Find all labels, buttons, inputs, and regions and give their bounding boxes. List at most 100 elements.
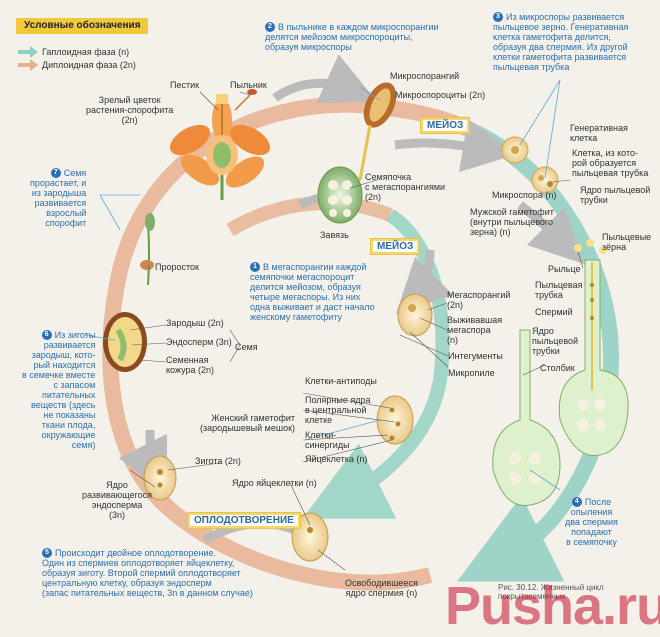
step-6-text-line: питательных [41, 390, 96, 400]
seed-coat-label-line: Семенная [166, 355, 209, 365]
microsporocytes-label: Микроспороциты (2n) [395, 90, 485, 100]
micropyle-label-line: Микропиле [448, 368, 495, 378]
tube-nucleus2-label-line: трубки [532, 346, 560, 356]
step-7-text-line: взрослый [46, 208, 87, 218]
legend-title: Условные обозначения [16, 18, 148, 34]
megasporangium-label: Мегаспорангий(2n) [447, 290, 510, 310]
flower-label-line: растения-спорофита [86, 105, 174, 115]
step-3-text-number: 3 [493, 12, 503, 22]
embryo-label: Зародыш (2n) [166, 318, 224, 328]
surviving-megaspore-label-line: Выживавшая [447, 315, 503, 325]
inner-diploid-band [226, 196, 393, 237]
legend-haploid: Гаплоидная фаза (n) [42, 47, 130, 57]
step-5-text-line: центральную клетку, образуя эндосперм [42, 578, 212, 588]
released-sperm-label-line: ядро спермия (n) [345, 588, 418, 598]
step-6-text-line: с запасом [53, 380, 96, 390]
surviving-megaspore-label-line: (n) [447, 335, 458, 345]
seedling-label-line: Проросток [155, 262, 199, 272]
female-gametophyte-label-line: (зародышевый мешок) [200, 423, 296, 433]
egg-nucleus-label-line: Ядро яйцеклетки (n) [232, 478, 317, 488]
flower-illustration [170, 89, 270, 200]
step-3-text-line: Из микроспоры развивается [506, 12, 625, 22]
step-6-text-line: веществ (здесь [31, 400, 96, 410]
endosperm-nucleus-label-line: (3n) [109, 510, 126, 520]
generative-cell-label-line: клетка [570, 133, 598, 143]
female-gametophyte-label: Женский гаметофит(зародышевый мешок) [200, 413, 295, 433]
zygote-label-line: Зигота (2n) [195, 456, 241, 466]
step-4-text-line: два спермия [565, 517, 618, 527]
watermark: Pusha.ru [445, 576, 660, 636]
step-6-text-line: зародыш, кото- [31, 350, 96, 360]
endosperm-nucleus-label-line: эндосперма [91, 500, 143, 510]
seedling-illustration [140, 213, 155, 286]
synergids-label-line: Клетки- [305, 430, 337, 440]
pollen-grains-label-line: зёрна [602, 242, 627, 252]
stage-fertilization: ОПЛОДОТВОРЕНИЕ [187, 512, 301, 529]
polar-nuclei-label-line: Полярные ядра [305, 395, 371, 405]
stage-meiosis-2: МЕЙОЗ [370, 238, 421, 255]
step-4-text-line: в семяпочку [566, 537, 617, 547]
sperm-label: Спермий [535, 307, 573, 317]
pistil-illustration [558, 239, 629, 457]
antipodals-label: Клетки-антиподы [305, 376, 377, 386]
ovary-label: Завязь [320, 230, 349, 240]
tube-nucleus-label-line: Ядро пыльцевой [580, 185, 651, 195]
tube-nucleus-label-line: трубки [580, 195, 608, 205]
fertilization-ovule-cell [291, 512, 329, 562]
step-6-text-line: рый находится [33, 360, 96, 370]
step-2-text-number: 2 [265, 22, 275, 32]
flower-label-line: Зрелый цветок [98, 95, 161, 105]
step-6-text-line: в семечке вместе [22, 370, 96, 380]
microsporangium-label: Микроспорангий [390, 71, 459, 81]
pollen-tube-label-line: трубка [535, 290, 563, 300]
microspore-label: Микроспора (n) [492, 190, 556, 200]
step-6-text-line: семя) [71, 440, 96, 450]
step-6-text-line: ткани плода, [41, 420, 96, 430]
stigma-label: Рыльце [548, 264, 580, 274]
step-7-text-line: развивается [34, 198, 87, 208]
megasporangium-label-line: (2n) [447, 300, 464, 310]
legend-haploid-arrow [18, 46, 38, 58]
ovary-illustration [317, 166, 363, 224]
integuments-label: Интегументы [448, 351, 503, 361]
pollen-tube-label-line: Пыльцевая [535, 280, 583, 290]
synergids-label-line: синергиды [305, 440, 350, 450]
micropyle-label: Микропиле [448, 368, 495, 378]
seed-illustration [103, 312, 147, 372]
step-5-text-line: Один из спермиев оплодотворяет яйцеклетк… [42, 558, 235, 568]
anther-label: Пыльник [230, 80, 267, 90]
step-5-text-number: 5 [42, 548, 52, 558]
tube-cell-label-line: пыльцевая трубка [572, 168, 649, 178]
microsporangium-label-line: Микроспорангий [390, 71, 460, 81]
ovule-label-line: Семяпочка [365, 172, 412, 182]
endosperm-label: Эндосперм (3n) [166, 337, 232, 347]
step-1-text-line: В мегаспорангии каждой [263, 262, 367, 272]
step-4-text-number: 4 [571, 497, 582, 507]
microspore-label-line: Микроспора (n) [492, 190, 557, 200]
caption-line-2: покрытосеменных [498, 592, 566, 601]
ovule-label-line: (2n) [365, 192, 382, 202]
surviving-megaspore-label-line: мегаспора [447, 325, 491, 335]
stigma-label-line: Рыльце [548, 264, 581, 274]
step-6-text-line: развивается [43, 340, 96, 350]
step-1-text-line: четыре мегаспоры. Из них [250, 292, 361, 302]
step-4-text-line: попадают [571, 527, 612, 537]
microsporocytes-label-line: Микроспороциты (2n) [395, 90, 486, 100]
step-7-text-line: из зародыша [31, 188, 87, 198]
